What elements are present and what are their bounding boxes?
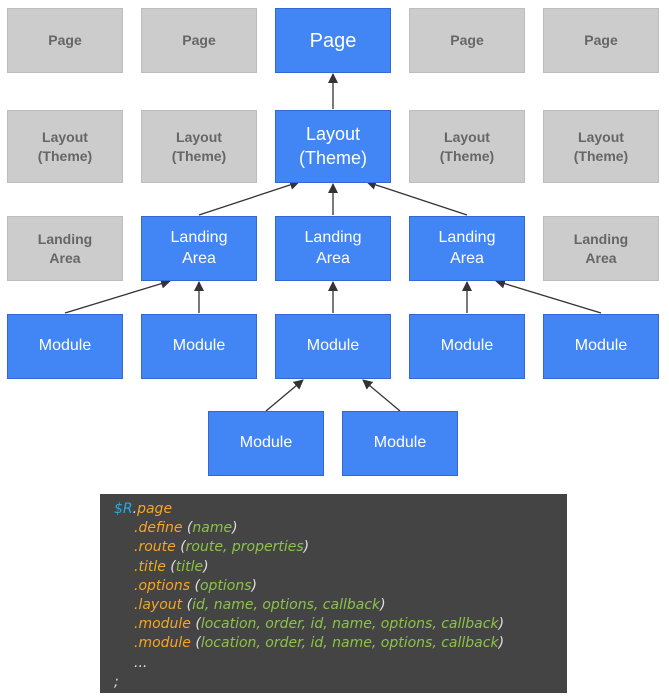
module-box-5: Module [543,314,659,379]
code-line-3: .title (title) [114,558,567,577]
code-keyword: page [137,501,173,517]
code-paren: ) [498,635,505,652]
arrow-module6-to-module3 [265,379,304,412]
code-keyword: .options [134,577,191,594]
code-line-8: ... [134,654,148,671]
page-box-4: Page [409,8,525,73]
code-var: $R [114,501,133,517]
code-args: name [192,520,233,537]
landing-area-box-3: Landing Area [275,216,391,281]
layout-box-4: Layout (Theme) [409,110,525,183]
code-line-4: .options (options) [114,577,567,596]
code-paren: ( [182,520,193,537]
page-box-5: Page [543,8,659,73]
layout-box-1: Layout (Theme) [7,110,123,183]
code-keyword: .define [134,520,183,537]
code-paren: ( [165,558,176,575]
code-line-6: .module (location, order, id, name, opti… [114,615,567,634]
arrow-module5-to-landing3 [495,278,602,314]
code-paren: ) [498,616,505,633]
arrow-module1-to-landing1 [64,278,171,314]
code-args: options [199,577,252,594]
code-paren: ( [182,596,193,613]
code-args: location, order, id, name, options, call… [200,635,499,652]
code-keyword: .module [134,635,191,652]
code-paren: ) [251,577,257,594]
code-keyword: .module [134,616,191,633]
code-line-5: .layout (id, name, options, callback) [114,596,567,615]
code-paren: ) [303,539,310,556]
page-box-1: Page [7,8,123,73]
module-box-1: Module [7,314,123,379]
module-box-3: Module [275,314,391,379]
code-line-9: ; [114,673,119,690]
code-args: location, order, id, name, options, call… [200,616,499,633]
page-box-2: Page [141,8,257,73]
layout-box-2: Layout (Theme) [141,110,257,183]
code-paren: ( [175,539,186,556]
code-line-7: .module (location, order, id, name, opti… [114,634,567,653]
module-box-4: Module [409,314,525,379]
landing-area-box-5: Landing Area [543,216,659,281]
arrow-module7-to-module3 [362,379,401,412]
layout-box-5: Layout (Theme) [543,110,659,183]
landing-area-box-4: Landing Area [409,216,525,281]
module-box-6: Module [208,411,324,476]
module-box-2: Module [141,314,257,379]
page-box-active: Page [275,8,391,73]
code-keyword: .title [134,558,166,575]
code-args: id, name, options, callback [192,596,381,613]
code-line-1: .define (name) [114,519,567,538]
code-keyword: .layout [134,596,183,613]
arrow-landing3-to-layout [366,180,468,216]
code-paren: ) [232,520,238,537]
code-line-2: .route (route, properties) [114,538,567,557]
code-paren: ( [190,616,201,633]
landing-area-box-2: Landing Area [141,216,257,281]
module-box-7: Module [342,411,458,476]
code-args: title [175,558,204,575]
code-keyword: .route [134,539,176,556]
layout-box-active: Layout (Theme) [275,110,391,183]
code-paren: ) [380,596,386,613]
code-paren: ( [190,635,201,652]
code-line-0: $R.page [114,500,567,519]
arrow-landing1-to-layout [198,180,300,216]
code-snippet: $R.page .define (name) .route (route, pr… [100,494,567,693]
code-paren: ) [203,558,209,575]
landing-area-box-1: Landing Area [7,216,123,281]
code-paren: ( [190,577,200,594]
code-dot: . [132,501,138,517]
code-args: route, properties [185,539,304,556]
